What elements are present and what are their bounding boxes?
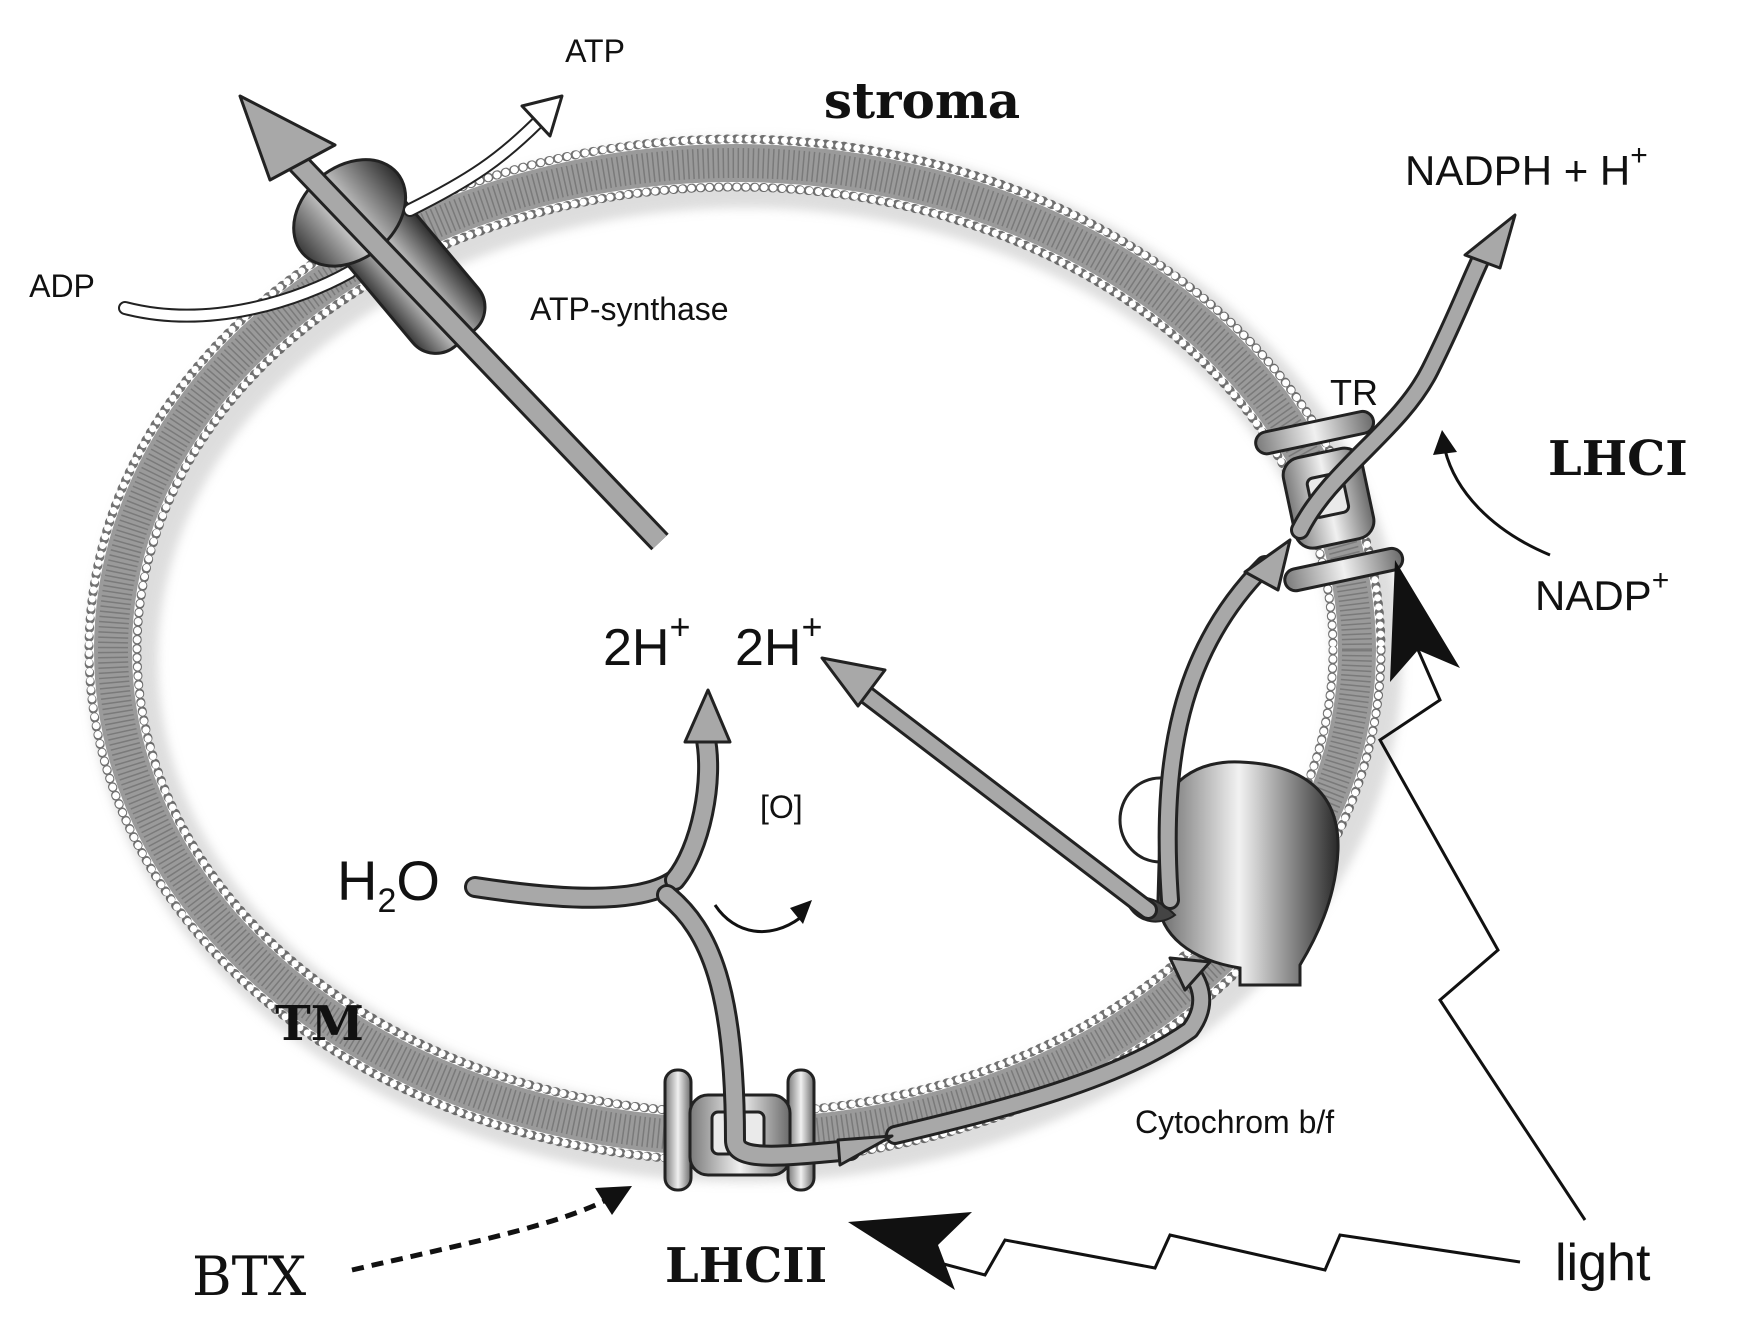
btx-label: BTX bbox=[192, 1245, 307, 1308]
light-bolt-to-lhci bbox=[1378, 560, 1587, 1221]
pathway-arrowheads bbox=[683, 213, 1517, 1167]
atp-synthase-label: ATP-synthase bbox=[530, 291, 729, 327]
nadph-superscript: + bbox=[1630, 139, 1648, 172]
tm-label: TM bbox=[275, 996, 364, 1052]
cytochrome-label: Cytochrom b/f bbox=[1135, 1104, 1334, 1140]
nadp-main: NADP bbox=[1535, 572, 1652, 619]
btx-inhibition-arrow bbox=[351, 1186, 632, 1273]
oxygen-release-arrow bbox=[713, 904, 801, 933]
light-label: light bbox=[1555, 1234, 1651, 1292]
atp-label: ATP bbox=[565, 33, 625, 69]
proton-left-label: 2H+ bbox=[603, 606, 691, 677]
adp-label: ADP bbox=[29, 268, 95, 304]
oxygen-label: [O] bbox=[760, 789, 803, 825]
proton-right-superscript: + bbox=[801, 606, 822, 647]
proton-export-arrow bbox=[238, 94, 669, 551]
water-subscript: 2 bbox=[377, 882, 396, 920]
stroma-label: stroma bbox=[824, 71, 1020, 130]
nadp-superscript: + bbox=[1652, 564, 1670, 597]
lhci-label: LHCI bbox=[1548, 431, 1688, 487]
water-h: H bbox=[337, 849, 377, 912]
nadp-arrowhead bbox=[1433, 430, 1457, 455]
water-label: H2O bbox=[337, 849, 440, 920]
oxygen-arrowhead bbox=[790, 900, 812, 924]
proton-right-label: 2H+ bbox=[735, 606, 823, 677]
lhcii-label: LHCII bbox=[665, 1238, 827, 1294]
light-bolt-to-lhcii bbox=[848, 1212, 1521, 1290]
cytochrome-complex bbox=[1118, 760, 1340, 987]
water-o: O bbox=[396, 849, 440, 912]
tr-label: TR bbox=[1330, 372, 1378, 413]
electron-pathway bbox=[464, 240, 1495, 1167]
nadph-label: NADPH + H+ bbox=[1405, 139, 1648, 194]
proton-left-main: 2H bbox=[603, 619, 669, 677]
proton-right-main: 2H bbox=[735, 619, 801, 677]
proton-left-superscript: + bbox=[669, 606, 690, 647]
nadp-input-arrow bbox=[1443, 449, 1551, 557]
nadph-main: NADPH + H bbox=[1405, 147, 1630, 194]
nadp-label: NADP+ bbox=[1535, 564, 1669, 619]
